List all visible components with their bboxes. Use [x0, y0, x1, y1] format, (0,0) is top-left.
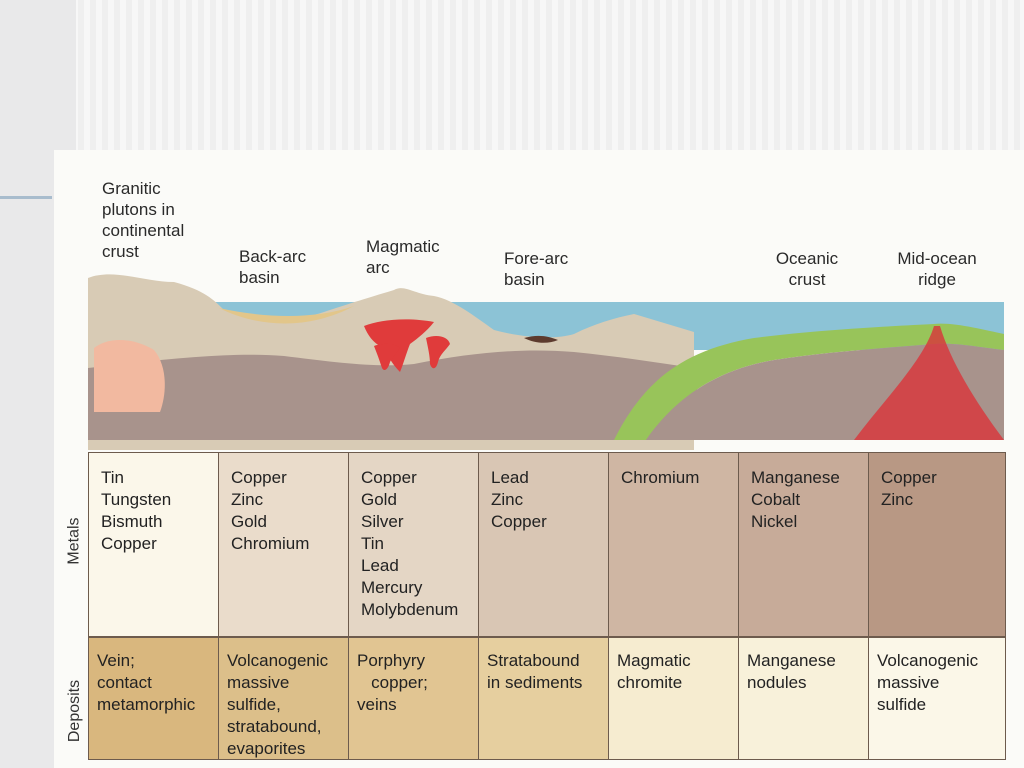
deposit-item: Stratabound	[487, 651, 580, 670]
label-line: basin	[504, 270, 545, 289]
mantle-layer	[88, 350, 704, 440]
label-granitic-plutons: Granitic plutons in continental crust	[102, 178, 184, 262]
deposits-cell: Porphyry copper; veins	[349, 638, 479, 759]
label-line: plutons in	[102, 200, 175, 219]
plate-tectonics-ore-deposit-diagram: Granitic plutons in continental crust Ba…	[54, 150, 1024, 768]
deposits-cell: Magmatic chromite	[609, 638, 739, 759]
row-label-deposits: Deposits	[66, 679, 84, 743]
metal-item: Copper	[101, 534, 157, 553]
magma-body-left	[374, 343, 400, 370]
oceanic-plate	[614, 323, 1004, 440]
deposit-item: Manganese	[747, 651, 836, 670]
deposit-item: Vein;	[97, 651, 135, 670]
label-line: Back-arc	[239, 247, 307, 266]
metal-item: Gold	[231, 512, 267, 531]
deposits-cell: Vein; contact metamorphic	[89, 638, 219, 759]
metals-deposits-divider	[89, 636, 1005, 638]
deposit-item: Porphyry	[357, 651, 426, 670]
deposit-item: Volcanogenic	[877, 651, 979, 670]
metal-item: Copper	[231, 468, 287, 487]
label-oceanic-crust: Oceanic crust	[767, 248, 847, 290]
metal-item: Copper	[881, 468, 937, 487]
tectonic-cross-section	[88, 274, 1004, 450]
deposit-item: Magmatic	[617, 651, 691, 670]
deposit-item: evaporites	[227, 739, 306, 758]
deposit-item: veins	[357, 695, 397, 714]
deposit-item: copper;	[357, 673, 428, 692]
deposit-item: contact	[97, 673, 152, 692]
label-line: basin	[239, 268, 280, 287]
deposit-item: in sediments	[487, 673, 583, 692]
metal-item: Gold	[361, 490, 397, 509]
metal-item: Chromium	[231, 534, 310, 553]
label-line: continental	[102, 221, 185, 240]
metal-item: Copper	[361, 468, 417, 487]
deposits-cell: Volcanogenic massive sulfide, stratabound, e…	[219, 638, 349, 759]
deposits-cell: Volcanogenic massive sulfide	[869, 638, 1005, 759]
label-magmatic-arc: Magmatic arc	[366, 236, 440, 278]
label-line: Mid-ocean	[897, 249, 977, 268]
magma-body-right	[426, 336, 450, 369]
deposit-item: metamorphic	[97, 695, 196, 714]
label-line: arc	[366, 258, 390, 277]
metal-item: Tin	[101, 468, 124, 487]
deposit-item: massive	[227, 673, 290, 692]
metal-item: Bismuth	[101, 512, 163, 531]
metal-item: Silver	[361, 512, 404, 531]
label-line: Magmatic	[366, 237, 440, 256]
metal-item: Zinc	[231, 490, 264, 509]
magma-body-large	[364, 319, 434, 372]
metal-item: Mercury	[361, 578, 423, 597]
deposit-item: massive	[877, 673, 940, 692]
metal-item: Copper	[491, 512, 547, 531]
slide-accent-line	[0, 196, 52, 199]
label-line: crust	[102, 242, 139, 261]
label-line: ridge	[918, 270, 956, 289]
granite-pluton	[94, 339, 165, 412]
metal-item: Nickel	[751, 512, 798, 531]
metal-item: Molybdenum	[361, 600, 459, 619]
fore-arc-deposit	[524, 335, 558, 343]
metal-item: Zinc	[491, 490, 524, 509]
label-fore-arc-basin: Fore-arc basin	[504, 248, 568, 290]
label-line: Granitic	[102, 179, 161, 198]
metal-item: Tin	[361, 534, 384, 553]
metal-item: Lead	[361, 556, 399, 575]
label-mid-ocean-ridge: Mid-ocean ridge	[882, 248, 992, 290]
metal-item: Cobalt	[751, 490, 801, 509]
deposit-item: stratabound,	[227, 717, 322, 736]
metal-item: Manganese	[751, 468, 840, 487]
deposit-item: nodules	[747, 673, 807, 692]
label-line: Fore-arc	[504, 249, 569, 268]
deposit-item: sulfide,	[227, 695, 281, 714]
label-back-arc-basin: Back-arc basin	[239, 246, 306, 288]
metals-cell: Chromium	[609, 453, 739, 636]
ridge-magma	[854, 326, 1004, 440]
label-line: crust	[788, 270, 826, 289]
back-arc-basin	[219, 306, 354, 324]
deposits-cell: Manganese nodules	[739, 638, 869, 759]
deposit-item: chromite	[617, 673, 683, 692]
metal-item: Lead	[491, 468, 529, 487]
deposit-item: Volcanogenic	[227, 651, 329, 670]
row-label-metals: Metals	[65, 517, 83, 565]
label-line: Oceanic	[775, 249, 839, 268]
metal-item: Tungsten	[101, 490, 172, 509]
deposit-item: sulfide	[877, 695, 927, 714]
metal-item: Chromium	[621, 468, 700, 487]
metal-item: Zinc	[881, 490, 914, 509]
deposits-cell: Stratabound in sediments	[479, 638, 609, 759]
